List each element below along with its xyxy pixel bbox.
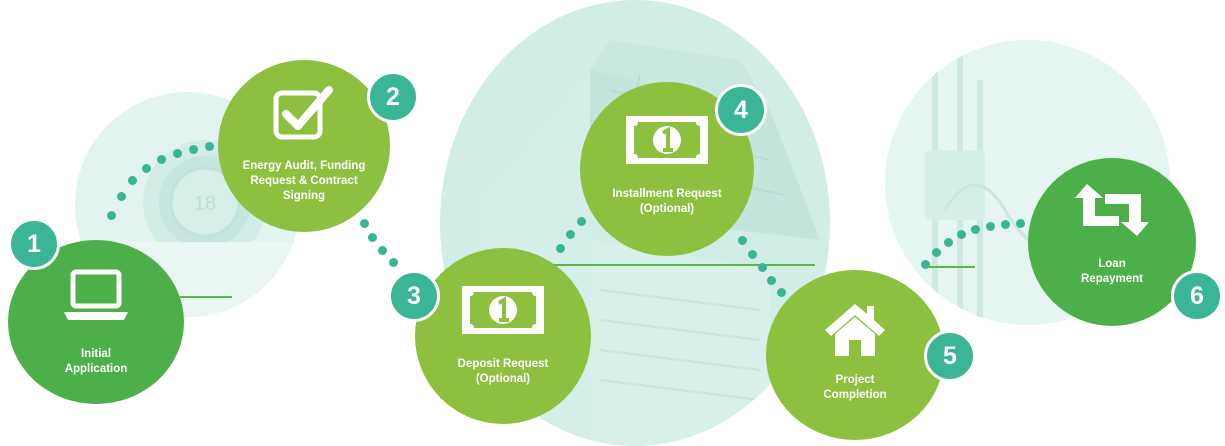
dollar-bill-icon (462, 285, 544, 339)
connector-line-1 (180, 296, 232, 298)
path-dot (142, 164, 151, 173)
laptop-icon (62, 268, 130, 329)
repeat-arrows-icon (1073, 182, 1151, 243)
path-dot (368, 233, 377, 242)
path-dot (556, 244, 565, 253)
path-dot (767, 276, 776, 285)
path-dot (360, 219, 369, 228)
path-dot (128, 176, 137, 185)
path-dot (748, 250, 757, 259)
path-dot (189, 145, 198, 154)
step-4-number-badge: 4 (715, 84, 767, 136)
step-4-label: Installment Request (Optional) (612, 187, 722, 215)
step-3-deposit-request: Deposit Request (Optional) (415, 248, 591, 424)
path-dot (107, 211, 116, 220)
path-dot (932, 248, 941, 257)
step-6-number-badge: 6 (1171, 270, 1223, 322)
path-dot (1001, 220, 1010, 229)
connector-line-3-4 (545, 264, 815, 266)
step-3-label: Deposit Request (Optional) (457, 357, 549, 385)
path-dot (1016, 219, 1025, 228)
dollar-bill-icon (626, 115, 708, 169)
path-dot (389, 258, 398, 267)
path-dot (738, 236, 747, 245)
step-5-number-badge: 5 (924, 330, 976, 382)
path-dot (173, 149, 182, 158)
step-1-initial-application: Initial Application (8, 240, 184, 404)
path-dot (566, 230, 575, 239)
connector-line-5-6 (925, 266, 975, 268)
step-5-label: Project Completion (823, 373, 887, 401)
step-2-energy-audit: Energy Audit, Funding Request & Contract… (218, 60, 390, 232)
step-6-label: Loan Repayment (1081, 257, 1143, 285)
path-dot (944, 238, 953, 247)
path-dot (921, 260, 930, 269)
path-dot (777, 288, 786, 297)
svg-text:18: 18 (194, 193, 216, 215)
step-2-number-badge: 2 (367, 71, 419, 123)
path-dot (957, 230, 966, 239)
house-icon (823, 302, 887, 363)
path-dot (577, 217, 586, 226)
step-2-label: Energy Audit, Funding Request & Contract… (242, 160, 366, 202)
path-dot (378, 246, 387, 255)
step-6-loan-repayment: Loan Repayment (1028, 158, 1196, 326)
utility-meter-illustration (925, 40, 1057, 325)
step-3-number-badge: 3 (388, 270, 440, 322)
step-1-label: Initial Application (64, 347, 128, 375)
path-dot (117, 192, 126, 201)
path-dot (971, 225, 980, 234)
step-5-project-completion: Project Completion (766, 270, 944, 440)
path-dot (205, 142, 214, 151)
checkbox-check-icon (271, 84, 337, 149)
path-dot (157, 155, 166, 164)
step-1-number-badge: 1 (8, 218, 60, 270)
path-dot (986, 222, 995, 231)
path-dot (758, 263, 767, 272)
